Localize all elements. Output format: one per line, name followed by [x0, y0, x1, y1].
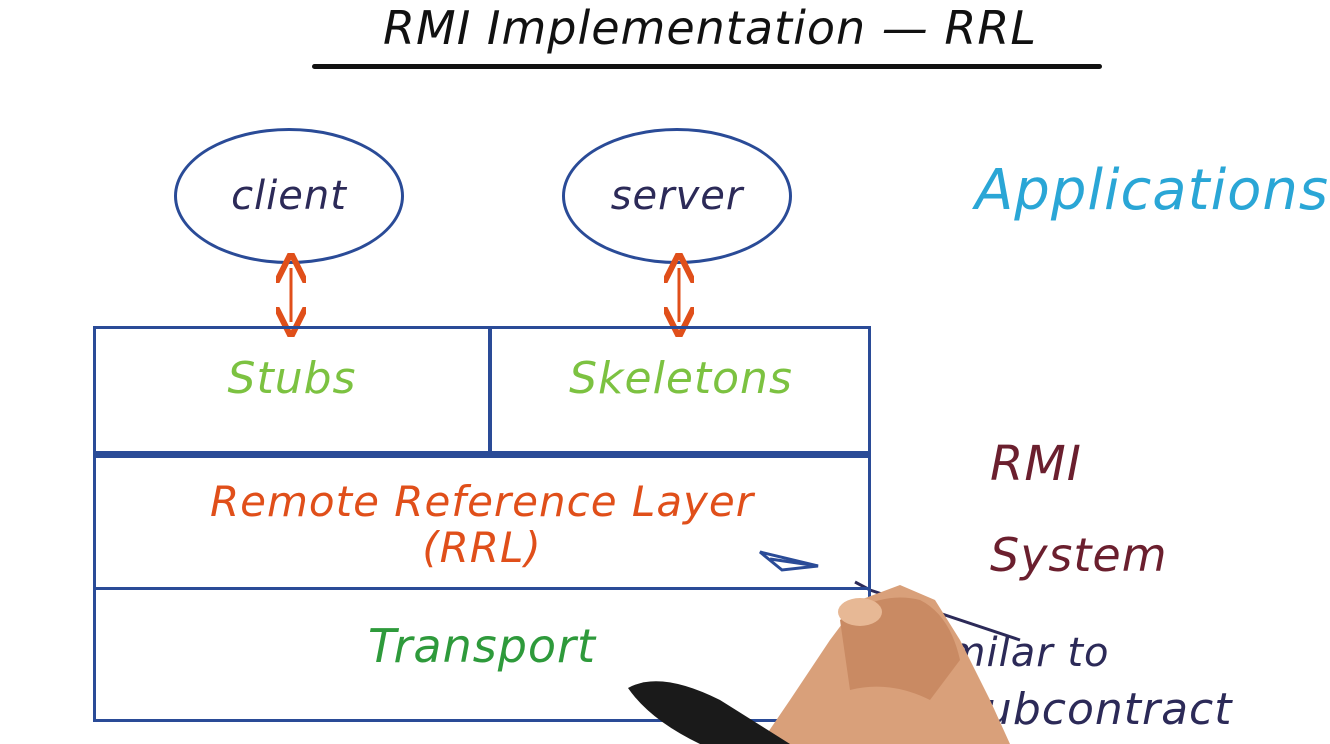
applications-annotation: Applications: [975, 158, 1330, 223]
transport-layer-label: Transport: [367, 619, 597, 673]
rmi-annotation: RMI: [990, 436, 1082, 492]
subcontract-annotation: Subcontract: [955, 684, 1233, 735]
page-title: RMI Implementation — RRL: [383, 1, 1037, 55]
server-node: server: [562, 128, 792, 264]
similar-to-annotation: Similar to: [908, 630, 1110, 676]
server-label: server: [610, 173, 744, 219]
client-label: client: [231, 173, 347, 219]
stubs-layer-label: Stubs: [227, 353, 357, 404]
layer-divider-1: [96, 451, 868, 458]
rrl-layer-label: Remote Reference Layer (RRL): [96, 479, 868, 571]
rmi-layer-stack: Stubs Skeletons Remote Reference Layer (…: [93, 326, 871, 722]
system-annotation: System: [990, 528, 1168, 582]
stubs-skeletons-divider: [488, 329, 492, 453]
layer-divider-2: [96, 587, 868, 590]
skeletons-layer-label: Skeletons: [569, 353, 793, 404]
title-underline: [312, 64, 1102, 69]
client-node: client: [174, 128, 404, 264]
rrl-label-line2: (RRL): [422, 523, 542, 572]
rrl-label-line1: Remote Reference Layer: [209, 477, 755, 526]
